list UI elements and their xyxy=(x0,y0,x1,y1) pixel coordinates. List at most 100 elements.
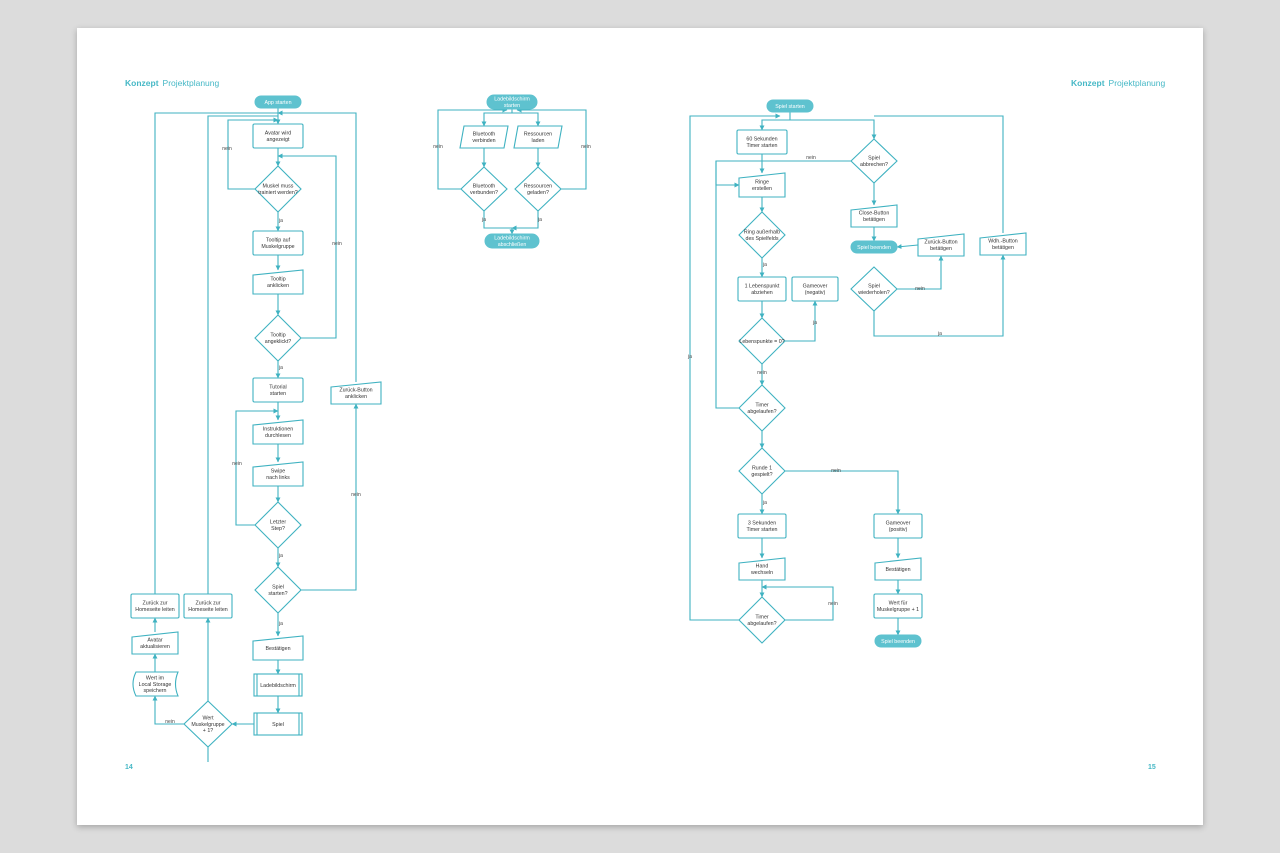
wdh-betaetigen-input-label: betätigen xyxy=(992,245,1014,251)
spiel-starten-decision-label: starten? xyxy=(268,591,287,597)
spiel-wiederholen-decision xyxy=(850,266,898,312)
spiel-abbrechen-decision xyxy=(850,138,898,184)
spiel-beenden-terminator-label: Spiel beenden xyxy=(857,245,891,251)
wdh-betaetigen-input-label: Wdh.-Button xyxy=(988,239,1017,245)
timer-3-box xyxy=(737,513,787,539)
runde-gespielt-decision-label: Runde 1 xyxy=(752,466,772,472)
tooltip-angeklickt-decision-label: Tooltip xyxy=(270,333,285,339)
lebenspunkte-null-decision-label: Lebenspunkte = 0? xyxy=(739,339,784,345)
ressourcen-laden-io-label: Ressourcen xyxy=(524,132,552,138)
spiel-wiederholen-decision-label: wiederholen? xyxy=(858,290,890,296)
ring-ausserhalb-decision xyxy=(738,211,786,259)
edge-label-ja: ja xyxy=(278,621,283,627)
wert-muskelgruppe-game-box xyxy=(873,593,923,619)
spiel-abbrechen-decision-label: Spiel xyxy=(868,156,880,162)
bluetooth-verbunden-decision-label: verbunden? xyxy=(470,190,498,196)
instruktionen-input-label: Instruktionen xyxy=(263,427,293,433)
edge-label-nein: nein xyxy=(332,241,342,247)
wdh-betaetigen-input xyxy=(979,232,1027,256)
letzter-step-decision-label: Step? xyxy=(271,526,285,532)
connector xyxy=(277,153,337,339)
avatar-aktualisieren-input-label: aktualisieren xyxy=(140,644,170,650)
spiel-beenden2-terminator-label: Spiel beenden xyxy=(881,639,915,645)
close-button-input xyxy=(850,204,898,228)
wert-muskelgruppe-decision-label: + 1? xyxy=(203,728,214,734)
connector xyxy=(437,107,508,190)
zurueck-home1-box xyxy=(130,593,180,619)
ringe-erstellen-input-label: erstellen xyxy=(752,186,772,192)
close-button-input-label: Close-Button xyxy=(859,211,890,217)
gameover-negativ-box-label: (negativ) xyxy=(805,290,826,296)
lebenspunkt-abziehen-box-label: 1 Lebenspunkt xyxy=(745,284,780,290)
ladebildschirm-abschliessen-terminator-label: abschließen xyxy=(498,242,527,248)
hand-wechseln-input-label: Hand xyxy=(756,564,769,570)
gameover-positiv-box-label: Gameover xyxy=(886,521,911,527)
tutorial-starten-box-label: starten xyxy=(270,391,286,397)
connector xyxy=(512,112,541,127)
ladebildschirm-starten-terminator-label: starten xyxy=(504,103,520,109)
wert-muskelgruppe-decision-label: Muskelgruppe xyxy=(191,722,224,728)
app-starten-terminator-label: App starten xyxy=(264,100,291,106)
connector xyxy=(207,115,278,594)
gameover-positiv-box xyxy=(873,513,923,539)
edge-label-ja: ja xyxy=(278,218,283,224)
ladebildschirm-abschliessen-terminator-label: Ladebildschirm xyxy=(494,236,530,242)
connector xyxy=(761,584,834,621)
avatar-angezeigt-box-label: Avatar wird xyxy=(265,131,291,137)
wert-muskelgruppe-decision-label: Wert xyxy=(202,715,214,721)
gameover-negativ-box-label: Gameover xyxy=(803,284,828,290)
swipe-links-input xyxy=(252,461,304,487)
spiel-wiederholen-decision-label: Spiel xyxy=(868,284,880,290)
zurueck-home1-box-label: Homeseite leiten xyxy=(135,607,175,613)
swipe-links-input-label: nach links xyxy=(266,475,290,481)
bestaetigen-input-label: Bestätigen xyxy=(265,646,290,652)
bluetooth-verbinden-io-label: Bluetooth xyxy=(473,132,495,138)
timer-abgelaufen2-decision-label: abgelaufen? xyxy=(747,621,776,627)
muskel-trainiert-decision xyxy=(254,165,302,213)
zurueck-betaetigen-input xyxy=(917,233,965,257)
edge-label-ja: ja xyxy=(278,553,283,559)
gameover-negativ-box xyxy=(791,276,839,302)
tutorial-starten-box xyxy=(252,377,304,403)
ressourcen-laden-io-label: laden xyxy=(532,138,545,144)
tooltip-anklicken-input xyxy=(252,269,304,295)
avatar-aktualisieren-input-label: Avatar xyxy=(147,638,162,644)
ladebildschirm-abschliessen-terminator xyxy=(484,233,540,249)
timer-3-box-label: Timer starten xyxy=(746,527,777,533)
ring-ausserhalb-decision-label: Ring außerhalb xyxy=(744,230,780,236)
page-number-right: 15 xyxy=(1148,764,1156,771)
edge-label-ja: ja xyxy=(812,320,817,326)
wert-local-storage-store-label: Local Storage xyxy=(139,682,172,688)
avatar-angezeigt-box xyxy=(252,123,304,149)
edge-label-nein: nein xyxy=(806,155,816,161)
ringe-erstellen-input-label: Ringe xyxy=(755,180,769,186)
spiel-process-label: Spiel xyxy=(272,722,284,728)
gameover-positiv-box-label: (positiv) xyxy=(889,527,908,533)
zurueck-anklicken-input xyxy=(330,381,382,405)
spiel-starten-terminator-label: Spiel starten xyxy=(775,104,804,110)
app-starten-terminator xyxy=(254,95,302,109)
connector xyxy=(874,115,1004,233)
tooltip-anklicken-input-label: anklicken xyxy=(267,283,289,289)
lebenspunkte-null-decision xyxy=(738,317,786,365)
timer-60-box-label: 60 Sekunden xyxy=(746,137,777,143)
ringe-erstellen-input xyxy=(738,172,786,198)
tooltip-angeklickt-decision xyxy=(254,314,302,362)
wert-local-storage-store-label: Wert im xyxy=(146,675,165,681)
avatar-aktualisieren-input xyxy=(131,631,179,655)
instruktionen-input xyxy=(252,419,304,445)
timer-abgelaufen-decision-label: abgelaufen? xyxy=(747,409,776,415)
tooltip-auf-box-label: Tooltip auf xyxy=(266,238,291,244)
runde-gespielt-decision-label: gespielt? xyxy=(751,472,772,478)
edge-label-ja: ja xyxy=(762,262,767,268)
ressourcen-geladen-decision xyxy=(514,166,562,212)
connector xyxy=(154,112,278,594)
lebenspunkt-abziehen-box-label: abziehen xyxy=(751,290,773,296)
connector xyxy=(715,160,851,409)
connector xyxy=(715,161,740,188)
edge-label-nein: nein xyxy=(831,468,841,474)
lebenspunkt-abziehen-box xyxy=(737,276,787,302)
connector xyxy=(481,109,513,127)
